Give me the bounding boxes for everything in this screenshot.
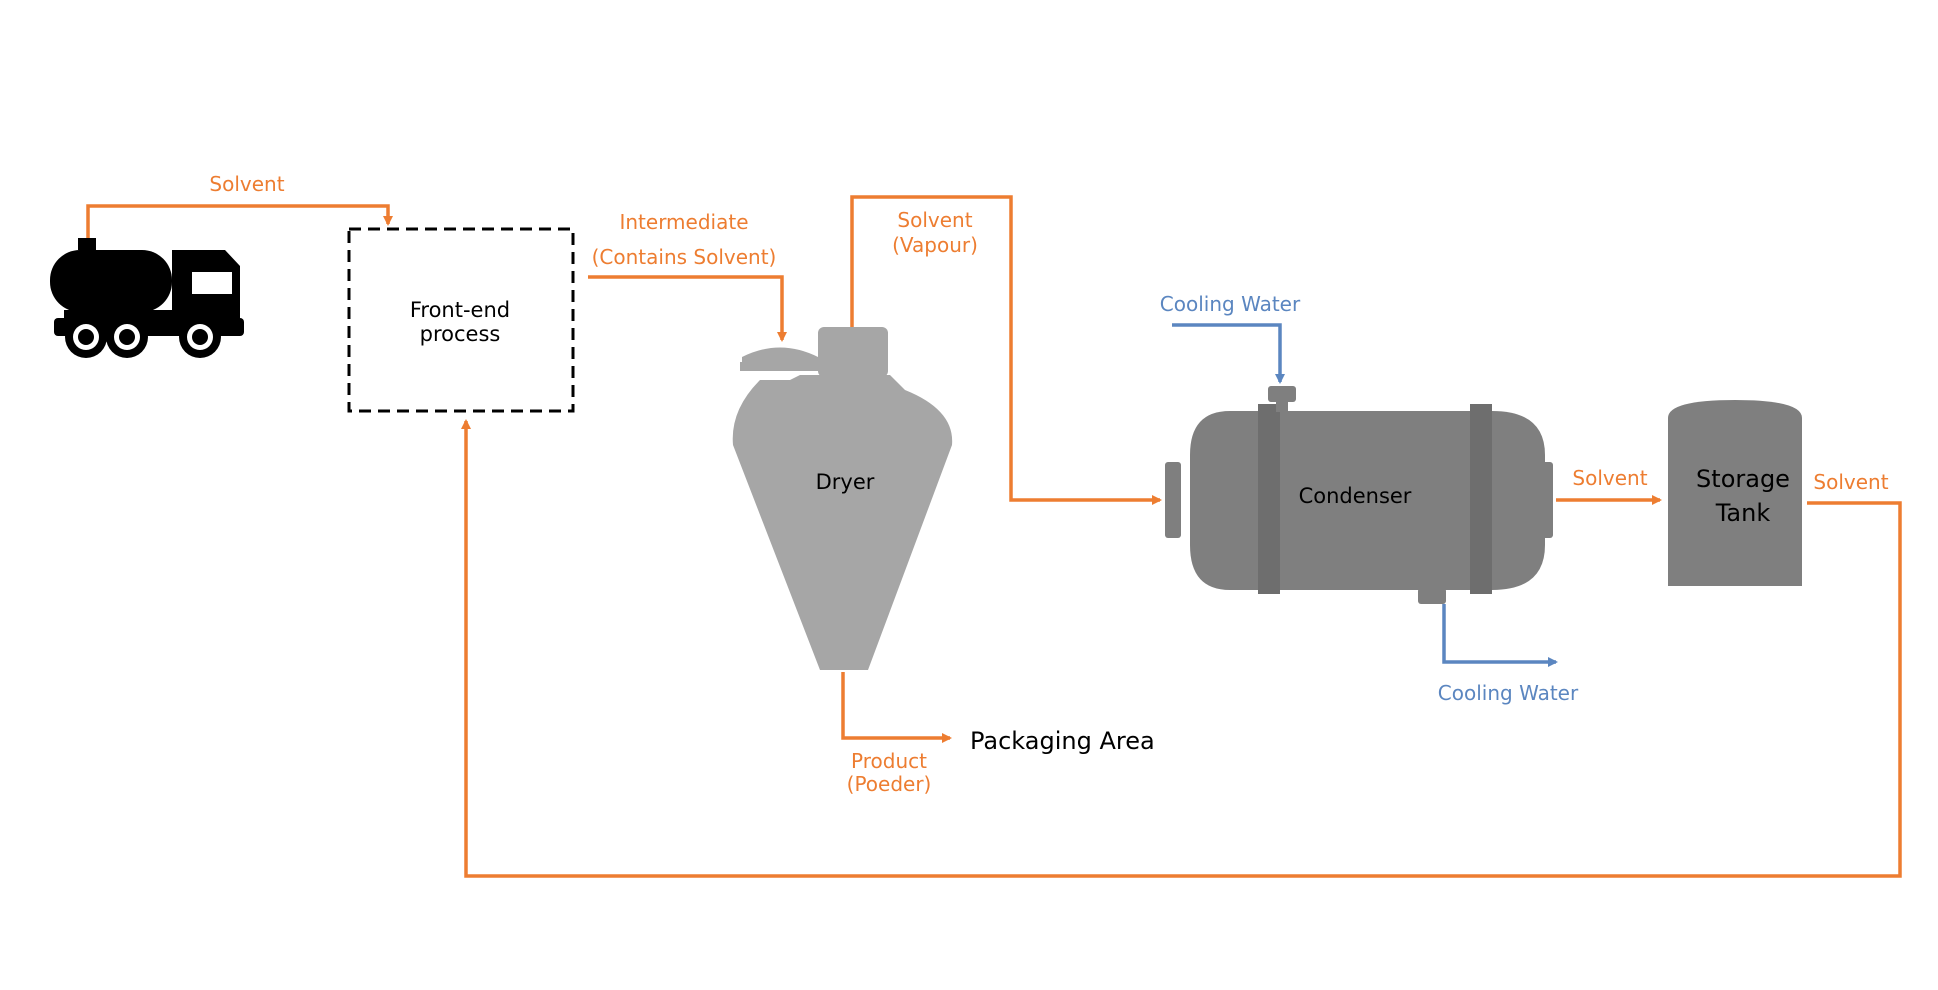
intermediate-line	[588, 275, 787, 342]
condenser	[1165, 386, 1553, 604]
vapour-label-line1: Solvent	[897, 208, 972, 232]
dryer	[732, 327, 953, 670]
solvent-feed-label: Solvent	[209, 172, 284, 196]
cooling-water-in-line	[1172, 323, 1285, 384]
cooling-water-in-label: Cooling Water	[1160, 292, 1301, 316]
solvent-to-tank-label: Solvent	[1572, 466, 1647, 490]
product-label-line2: (Poeder)	[847, 772, 932, 796]
solvent-out-label: Solvent	[1813, 470, 1888, 494]
cooling-water-out-line	[1442, 604, 1558, 667]
vapour-label-line2: (Vapour)	[892, 233, 978, 257]
vapour-line	[850, 195, 1162, 505]
front-end-process-box	[347, 227, 575, 413]
front-end-label-line1: Front-end	[410, 298, 510, 322]
product-label-line1: Product	[851, 749, 927, 773]
intermediate-label-line2: (Contains Solvent)	[592, 245, 777, 269]
solvent-return-line	[461, 419, 1902, 878]
condenser-label: Condenser	[1299, 484, 1412, 508]
storage-tank	[1668, 400, 1802, 586]
storage-tank-label-line2: Tank	[1715, 499, 1771, 527]
front-end-label-line2: process	[420, 322, 501, 346]
solvent-feed-line	[86, 204, 393, 238]
solvent-lines	[86, 195, 1902, 878]
tanker-truck-icon	[50, 238, 244, 358]
intermediate-label-line1: Intermediate	[619, 210, 748, 234]
storage-tank-label-line1: Storage	[1696, 465, 1790, 493]
dryer-label: Dryer	[816, 470, 875, 494]
cooling-water-out-label: Cooling Water	[1438, 681, 1579, 705]
packaging-area-label: Packaging Area	[970, 727, 1155, 755]
product-line	[841, 672, 952, 743]
cooling-water-lines	[1172, 323, 1558, 667]
